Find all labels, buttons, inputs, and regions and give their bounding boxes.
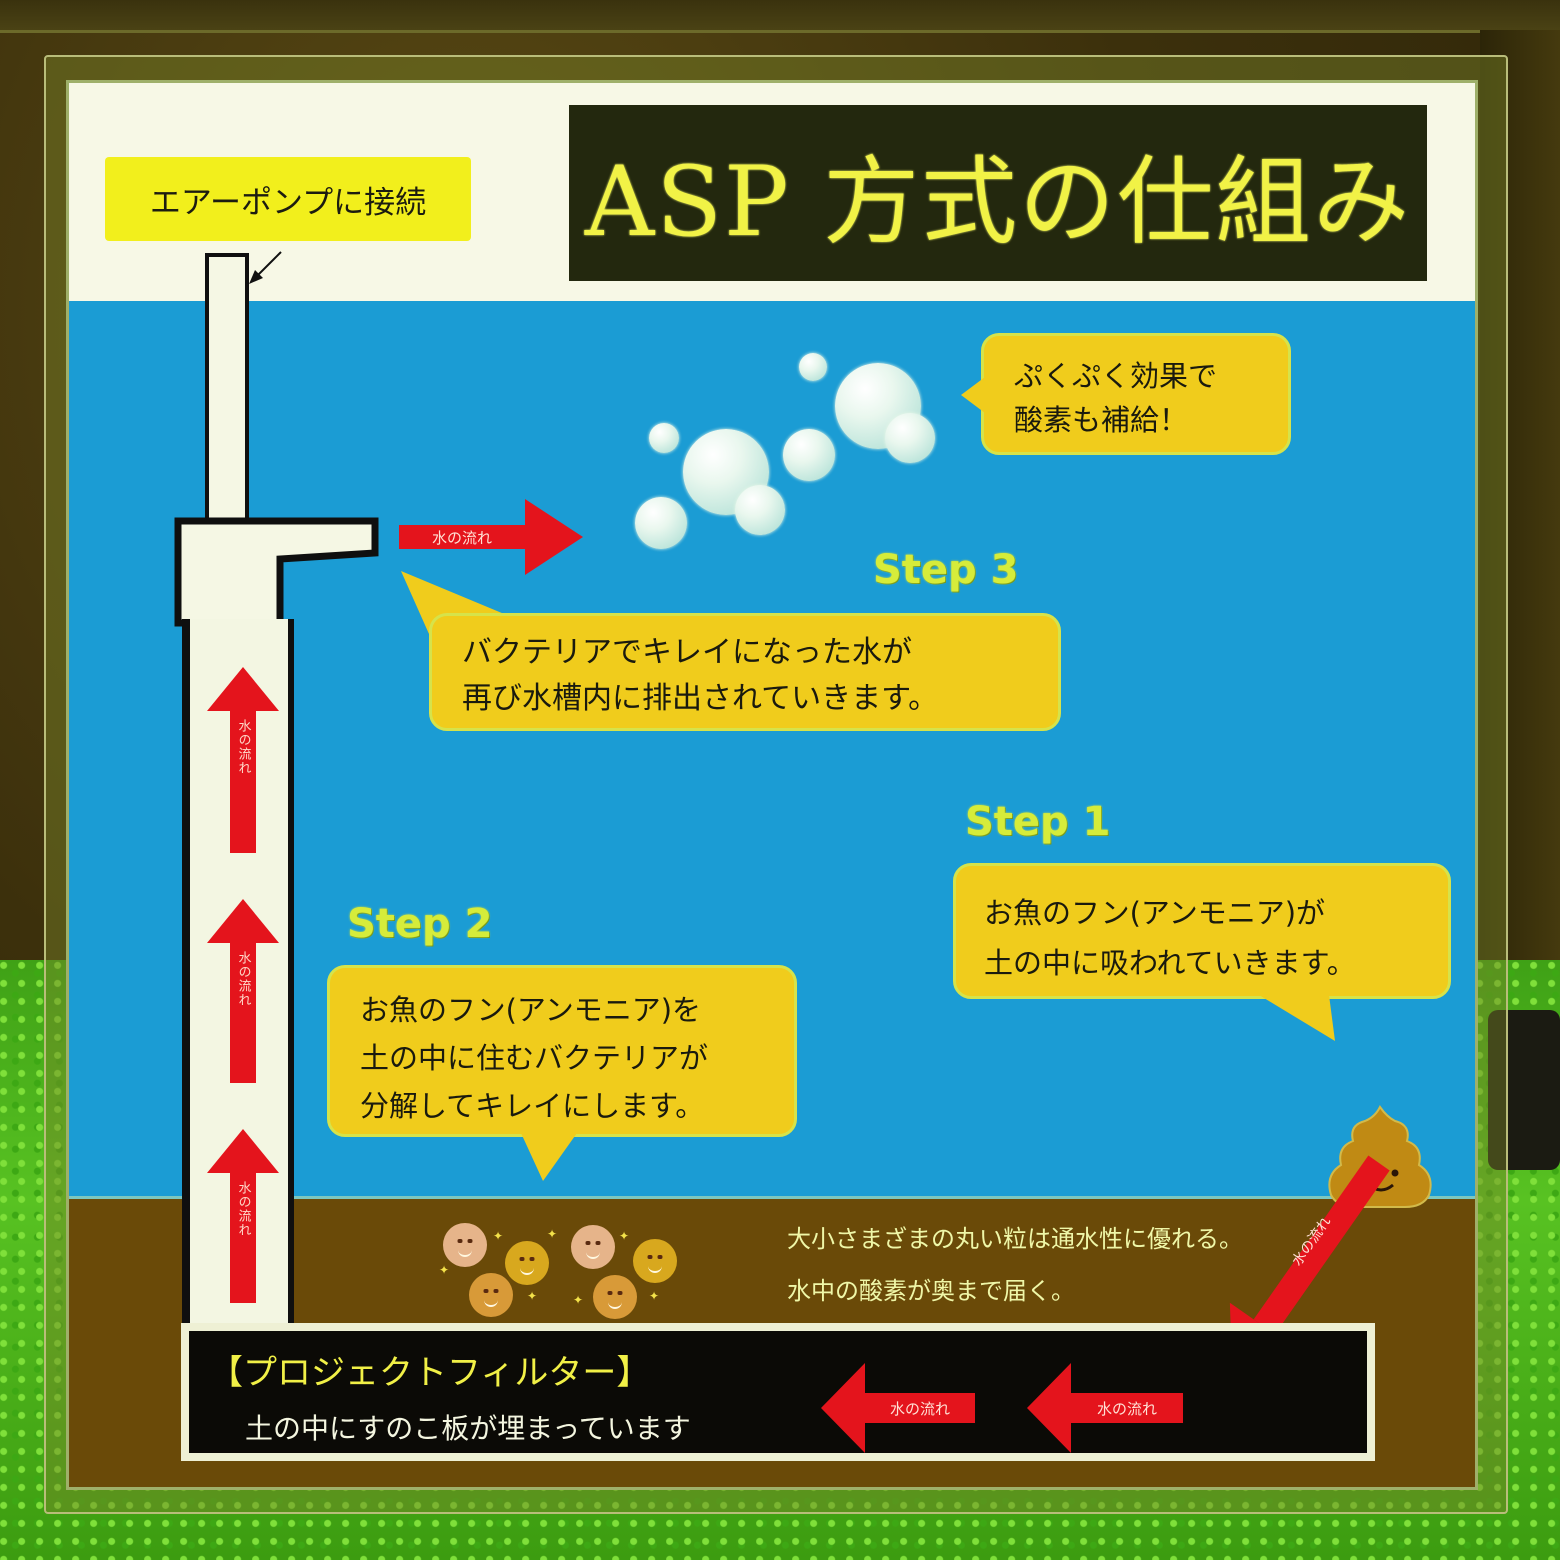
bubble-icon — [783, 429, 835, 481]
flow-up-arrow: 水の流れ — [207, 899, 279, 1083]
filter-title: 【プロジェクトフィルター】 — [209, 1353, 651, 1393]
arrow-right-icon — [525, 499, 583, 575]
oxygen-callout: ぷくぷく効果で 酸素も補給！ — [981, 333, 1291, 455]
pump-connection-label: エアーポンプに接続 — [105, 157, 471, 241]
project-filter-panel: 【プロジェクトフィルター】 土の中にすのこ板が埋まっています 水の流れ 水の流れ — [181, 1323, 1375, 1461]
oxygen-callout-line: ぷくぷく効果で — [1014, 359, 1218, 393]
sparkle-icon: ✦ — [527, 1289, 538, 1303]
particle-character-icon — [443, 1223, 487, 1267]
step-1-callout: お魚のフン(アンモニア)が 土の中に吸われていきます。 — [953, 863, 1451, 999]
step-2-heading: Step 2 — [347, 901, 493, 947]
flow-left-arrow: 水の流れ — [821, 1363, 975, 1453]
sparkle-icon: ✦ — [619, 1229, 630, 1243]
flow-label: 水の流れ — [235, 1181, 251, 1237]
flow-label: 水の流れ — [235, 719, 251, 775]
sparkle-icon: ✦ — [439, 1263, 450, 1277]
step-1-heading: Step 1 — [965, 799, 1111, 845]
callout-tail — [961, 377, 985, 413]
arrow-up-icon — [207, 899, 279, 943]
title-banner: ASP 方式の仕組み — [569, 105, 1427, 281]
flow-left-arrow: 水の流れ — [1027, 1363, 1183, 1453]
step-3-callout: バクテリアでキレイになった水が 再び水槽内に排出されていきます。 — [429, 613, 1061, 731]
bubble-icon — [885, 413, 935, 463]
arrow-left-icon — [821, 1363, 865, 1453]
soil-note-line: 水中の酸素が奥まで届く。 — [787, 1277, 1075, 1305]
oxygen-callout-line: 酸素も補給！ — [1014, 403, 1189, 437]
sparkle-icon: ✦ — [493, 1229, 504, 1243]
bubble-icon — [635, 497, 687, 549]
arrow-up-icon — [207, 667, 279, 711]
bubble-icon — [649, 423, 679, 453]
flow-up-arrow: 水の流れ — [207, 667, 279, 853]
arrow-left-icon — [1027, 1363, 1071, 1453]
arrow-up-icon — [207, 1129, 279, 1173]
info-sheet: ASP 方式の仕組み エアーポンプに接続 水の流れ 水の流れ 水の流れ 水の流れ — [66, 80, 1478, 1490]
background-clip — [1488, 1010, 1560, 1170]
particle-character-icon — [593, 1275, 637, 1319]
flow-label: 水の流れ — [235, 951, 251, 1007]
flow-right-arrow: 水の流れ — [399, 499, 583, 575]
sparkle-icon: ✦ — [649, 1289, 660, 1303]
filter-subtitle: 土の中にすのこ板が埋まっています — [245, 1412, 691, 1445]
background-wall — [1480, 30, 1560, 1030]
pointer-arrow-icon — [249, 251, 282, 284]
bubble-icon — [799, 353, 827, 381]
particle-character-icon — [633, 1239, 677, 1283]
step-3-line: バクテリアでキレイになった水が — [462, 635, 912, 670]
sparkle-icon: ✦ — [573, 1293, 584, 1307]
step-3-heading: Step 3 — [873, 547, 1019, 593]
pipe-top — [205, 253, 249, 529]
particle-character-icon — [505, 1241, 549, 1285]
step-1-line: お魚のフン(アンモニア)が — [984, 896, 1326, 930]
step-1-line: 土の中に吸われていきます。 — [984, 946, 1356, 980]
flow-label: 水の流れ — [431, 528, 492, 547]
step-2-line: 土の中に住むバクテリアが — [360, 1041, 709, 1075]
pipe-outlet — [174, 517, 379, 627]
particle-character-icon — [571, 1225, 615, 1269]
soil-particles: ✦ ✦ ✦ ✦ ✦ ✦ ✦ — [439, 1213, 709, 1323]
flow-label: 水の流れ — [889, 1399, 950, 1418]
background-shelf — [0, 0, 1560, 33]
soil-note: 大小さまざまの丸い粒は通水性に優れる。 水中の酸素が奥まで届く。 — [787, 1213, 1243, 1317]
step-2-line: お魚のフン(アンモニア)を — [360, 993, 702, 1027]
sparkle-icon: ✦ — [547, 1227, 558, 1241]
step-3-line: 再び水槽内に排出されていきます。 — [462, 681, 939, 716]
step-2-line: 分解してキレイにします。 — [360, 1089, 705, 1123]
soil-note-line: 大小さまざまの丸い粒は通水性に優れる。 — [787, 1225, 1243, 1253]
callout-tail — [1259, 995, 1335, 1041]
step-2-callout: お魚のフン(アンモニア)を 土の中に住むバクテリアが 分解してキレイにします。 — [327, 965, 797, 1137]
flow-up-arrow: 水の流れ — [207, 1129, 279, 1303]
bubble-icon — [735, 485, 785, 535]
pump-label-text: エアーポンプに接続 — [149, 184, 427, 221]
flow-label: 水の流れ — [1096, 1399, 1157, 1418]
callout-tail — [521, 1133, 577, 1181]
particle-character-icon — [469, 1273, 513, 1317]
page-title: ASP 方式の仕組み — [584, 145, 1412, 258]
